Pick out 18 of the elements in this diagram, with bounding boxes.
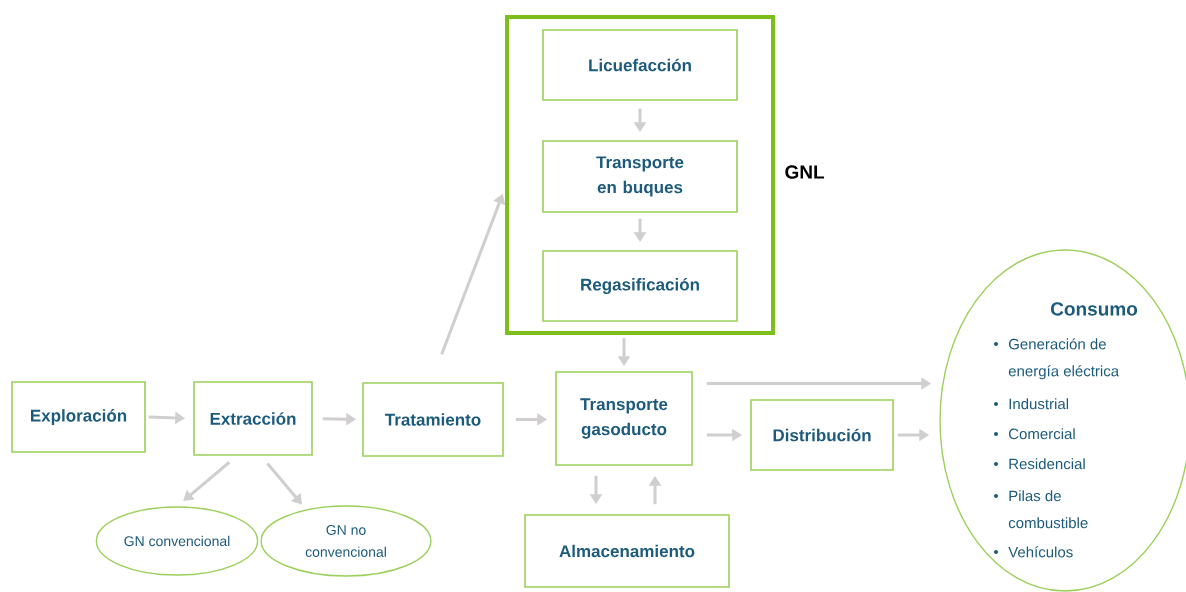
oval: GN no convencional [260,505,432,577]
bullet-item: Generación de energía eléctrica [994,338,1120,380]
process-box: Almacenamiento [524,514,730,588]
group-label: GNL [785,165,825,179]
process-box: Distribución [750,399,894,471]
process-box: Exploración [11,381,146,453]
bullet-item: Comercial [994,428,1075,440]
process-box: Transporte en buques [542,140,738,213]
bullet-item: Vehículos [994,546,1073,558]
process-box: Licuefacción [542,29,738,101]
oval: GN convencional [95,506,259,576]
bullet-item: Industrial [994,398,1069,410]
process-box: Extracción [193,381,313,456]
bullet-item: Pilas de combustible [994,490,1088,529]
process-box: Transporte gasoducto [555,371,693,466]
bullet-item: Residencial [994,458,1085,470]
process-box: Regasificación [542,250,738,322]
process-box: Tratamiento [362,382,504,457]
